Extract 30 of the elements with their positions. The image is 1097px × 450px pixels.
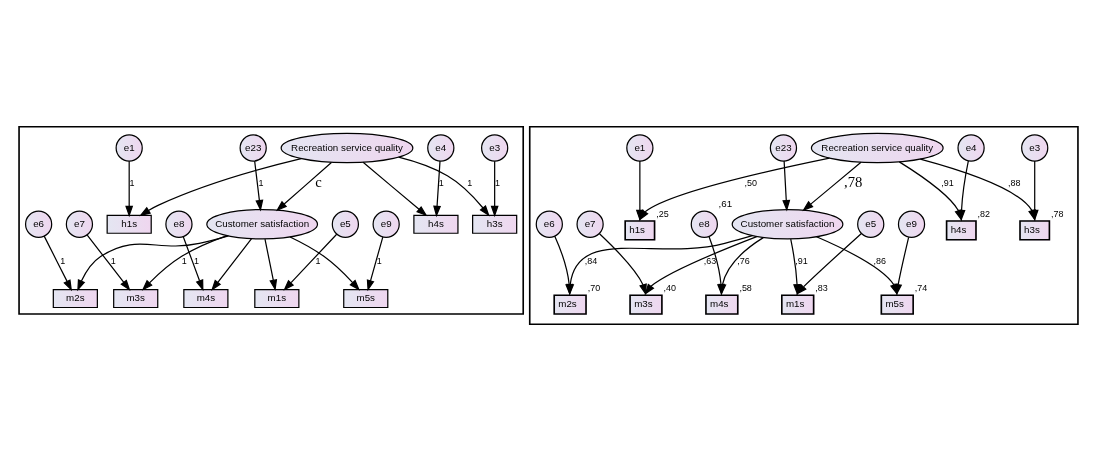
edge-label: ,86 <box>873 255 886 266</box>
edge-label: ,88 <box>1008 177 1021 188</box>
edge-label: ,63 <box>703 255 717 266</box>
edge-label: 1 <box>376 255 382 266</box>
node-label: ,61 <box>718 197 733 209</box>
edge-label: ,76 <box>737 255 750 266</box>
edge-label: 1 <box>438 177 444 188</box>
edge-label: 1 <box>495 177 501 188</box>
edge-label: 1 <box>110 255 116 266</box>
edge-label: ,50 <box>744 177 758 188</box>
edge-label: 1 <box>315 255 321 266</box>
edge-label: 1 <box>467 177 473 188</box>
edge-label: 1 <box>258 177 264 188</box>
edge-label: 1 <box>60 255 66 266</box>
node-label: ,78 <box>1051 208 1064 219</box>
node-label: ,74 <box>914 282 928 293</box>
edge-label: 1 <box>129 177 135 188</box>
node-label: ,40 <box>663 282 676 293</box>
edge-label: 1 <box>193 255 199 266</box>
edge-label: ,78 <box>844 173 863 190</box>
edge-label: ,91 <box>941 177 954 188</box>
node-label: ,70 <box>587 282 601 293</box>
node-label: ,58 <box>739 282 752 293</box>
node-label: ,25 <box>656 208 669 219</box>
node-label: ,82 <box>977 208 991 219</box>
edge-label: c <box>315 173 322 190</box>
edge-label: ,91 <box>795 255 808 266</box>
node-label: ,83 <box>815 282 828 293</box>
edge-label: ,84 <box>584 255 598 266</box>
edge-label: 1 <box>181 255 187 266</box>
